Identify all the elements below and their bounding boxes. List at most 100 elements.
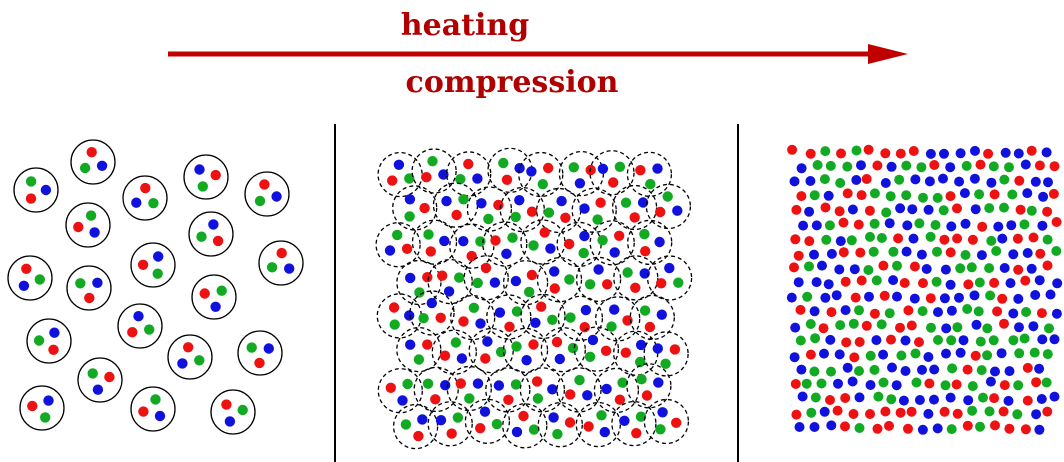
blue-quark — [909, 293, 920, 304]
green-quark — [865, 350, 876, 361]
blue-quark — [901, 246, 912, 257]
blue-quark — [847, 204, 858, 215]
blue-quark — [917, 424, 928, 435]
blue-quark — [49, 327, 60, 338]
hadron-boundary — [258, 240, 304, 286]
hadron — [244, 171, 290, 217]
blue-quark — [664, 262, 675, 274]
green-quark — [266, 262, 278, 273]
green-quark — [1044, 323, 1054, 334]
green-quark — [79, 162, 91, 174]
blue-quark — [1037, 334, 1048, 345]
blue-quark — [653, 377, 664, 388]
blue-quark — [887, 362, 897, 373]
blue-quark — [1004, 366, 1015, 377]
hadron — [645, 183, 692, 230]
green-quark — [863, 265, 874, 275]
red-quark — [826, 307, 837, 318]
green-quark — [809, 190, 820, 201]
red-quark — [838, 217, 849, 228]
hadron-boundary — [611, 184, 658, 231]
green-quark — [955, 263, 966, 274]
hadron-boundary — [502, 403, 548, 449]
blue-quark — [939, 293, 950, 304]
blue-quark — [1000, 147, 1011, 158]
hadron-boundary — [466, 186, 513, 232]
blue-quark — [1022, 188, 1033, 199]
hadron — [575, 401, 621, 448]
green-quark — [532, 393, 544, 404]
blue-quark — [1034, 363, 1045, 374]
green-quark — [973, 306, 984, 317]
green-quark — [468, 302, 480, 313]
red-quark — [631, 428, 642, 439]
blue-quark — [405, 272, 416, 284]
compression-label: compression — [406, 65, 619, 100]
red-quark — [983, 148, 994, 159]
blue-quark — [811, 220, 822, 231]
green-quark — [1004, 162, 1014, 173]
green-quark — [237, 404, 248, 416]
hadron — [643, 398, 690, 445]
red-quark — [385, 382, 396, 393]
blue-quark — [826, 248, 837, 259]
green-quark — [1021, 307, 1032, 317]
hadron — [626, 151, 673, 197]
green-quark — [422, 378, 434, 389]
red-quark — [989, 277, 1000, 288]
red-quark — [630, 282, 641, 293]
red-quark — [962, 364, 973, 375]
green-quark — [986, 235, 997, 246]
green-quark — [932, 192, 943, 203]
blue-quark — [878, 349, 889, 360]
green-quark — [636, 374, 647, 385]
red-quark — [848, 409, 859, 419]
green-quark — [413, 354, 425, 365]
green-quark — [819, 174, 830, 185]
green-quark — [564, 274, 575, 285]
red-quark — [446, 428, 457, 439]
green-quark — [820, 146, 831, 157]
red-quark — [422, 339, 433, 350]
blue-quark — [384, 245, 396, 256]
blue-quark — [929, 394, 939, 405]
red-quark — [1042, 206, 1053, 217]
hadron — [122, 175, 168, 221]
blue-quark — [397, 395, 408, 406]
red-quark — [861, 174, 872, 184]
blue-quark — [786, 292, 797, 303]
red-quark — [952, 233, 963, 244]
green-quark — [967, 405, 978, 416]
green-quark — [801, 378, 812, 389]
green-quark — [975, 421, 985, 432]
red-quark — [884, 420, 894, 431]
blue-quark — [438, 169, 449, 180]
blue-quark — [851, 175, 862, 185]
blue-quark — [796, 163, 807, 174]
green-quark — [930, 220, 941, 230]
hadron — [464, 398, 511, 444]
red-quark — [595, 197, 606, 208]
red-quark — [199, 288, 210, 299]
hadron-boundary — [557, 295, 604, 341]
blue-quark — [609, 247, 620, 258]
red-quark — [850, 292, 861, 303]
hadron — [518, 151, 564, 198]
green-quark — [606, 321, 617, 332]
red-quark — [614, 230, 625, 241]
green-quark — [809, 366, 820, 377]
blue-quark — [224, 416, 236, 427]
hadron-boundary — [77, 357, 123, 403]
green-quark — [75, 278, 86, 289]
blue-quark — [954, 292, 964, 303]
blue-quark — [999, 263, 1010, 273]
red-quark — [895, 148, 906, 159]
green-quark — [982, 350, 993, 361]
hadron-boundary — [646, 255, 693, 301]
green-quark — [991, 246, 1002, 256]
blue-quark — [417, 414, 428, 425]
blue-quark — [880, 178, 891, 188]
hadron — [411, 219, 458, 265]
blue-quark — [809, 306, 820, 317]
hadron-boundary — [210, 389, 256, 435]
